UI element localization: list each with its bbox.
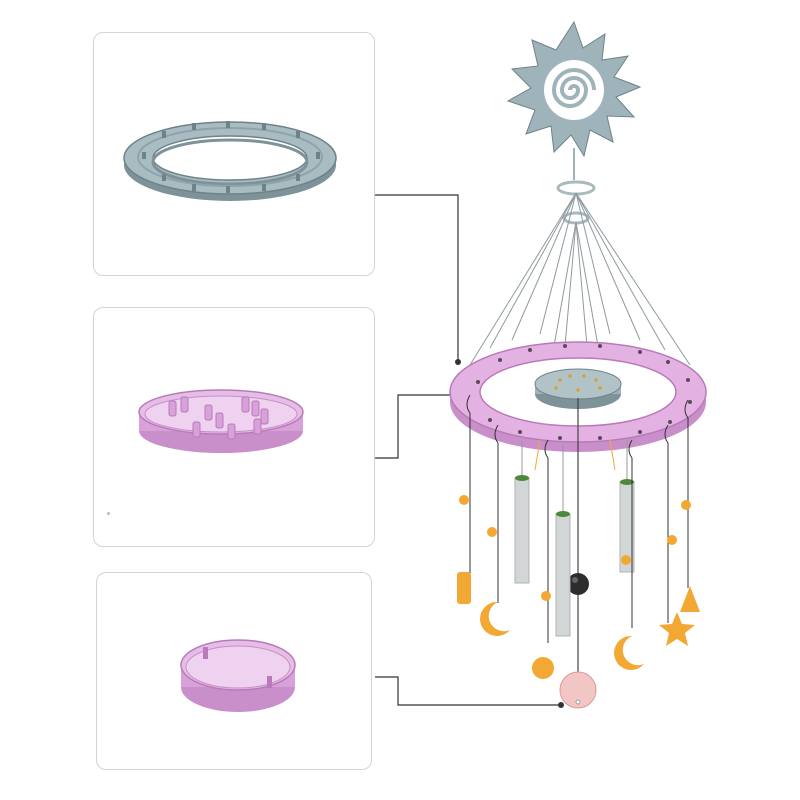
- chime-tubes: [515, 440, 634, 636]
- large-ring-mold: [124, 121, 336, 201]
- sun-ornament-icon: [508, 22, 640, 180]
- moon-charm-icon: [480, 602, 510, 636]
- pegged-tray-mold: [139, 390, 303, 453]
- moon-charm-icon-2: [614, 636, 644, 670]
- small-round-mold: [181, 640, 295, 712]
- connector-dot-ring: [455, 359, 461, 365]
- connector-dot-base: [558, 702, 564, 708]
- star-charm-icon: [659, 612, 695, 646]
- hanging-rings: [558, 182, 594, 223]
- triangle-charm-icon: [680, 586, 700, 612]
- cylinder-charm-icon: [457, 572, 471, 604]
- round-charm-icon: [532, 657, 554, 679]
